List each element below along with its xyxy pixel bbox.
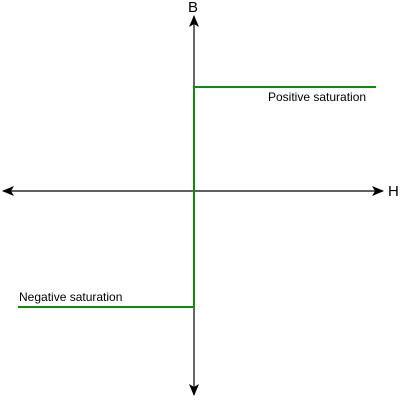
saturation-curve: [18, 86, 376, 308]
negative-saturation-label: Negative saturation: [19, 290, 123, 304]
x-axis-label: H: [388, 183, 399, 200]
y-axis-label: B: [188, 0, 199, 16]
positive-saturation-label: Positive saturation: [268, 90, 367, 104]
